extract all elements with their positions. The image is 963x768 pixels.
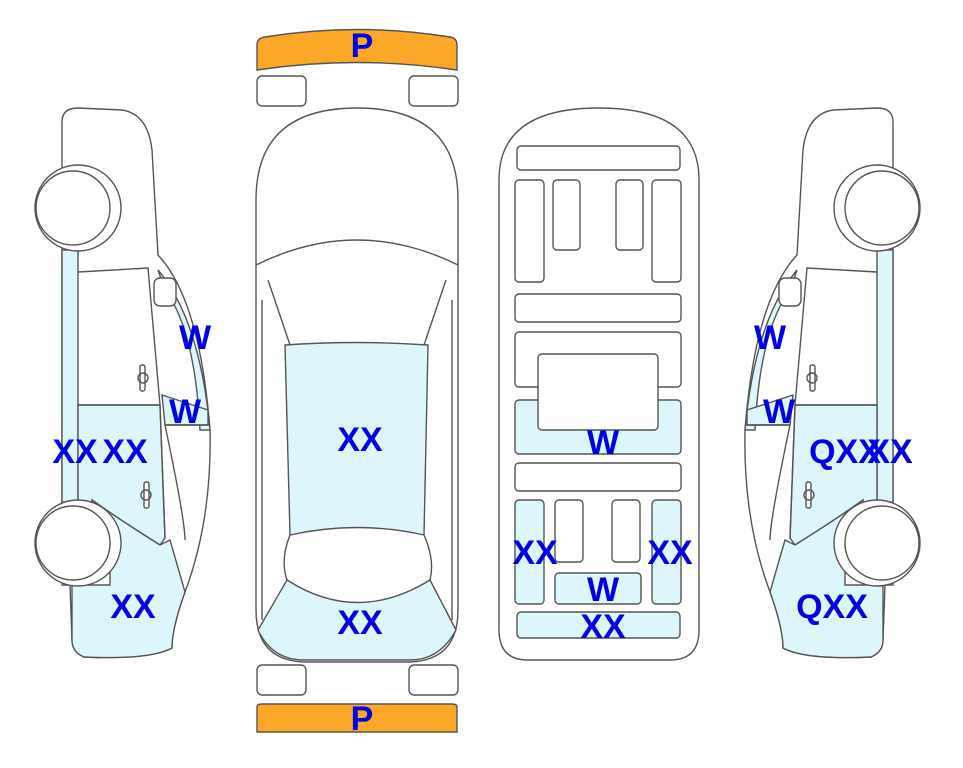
dashboard-label: XX (580, 608, 626, 646)
left-fender-label: XX (110, 588, 156, 626)
interior-right-label: XX (647, 534, 693, 572)
top-view (255, 28, 459, 733)
right-door-label: QXX (809, 433, 881, 471)
rear-bumper-label: P (351, 27, 374, 65)
front-bumper-label: P (351, 700, 374, 738)
left-side-view (34, 107, 211, 659)
left-door-label: XX (102, 433, 148, 471)
rear-bumper[interactable] (256, 28, 458, 71)
front-bumper[interactable] (256, 703, 458, 733)
right-fender-label: QXX (796, 588, 868, 626)
right-rocker-label: XX (867, 433, 913, 471)
front-center-label: W (587, 571, 620, 609)
left-rocker-label: XX (52, 433, 98, 471)
right-window-label: W (763, 393, 796, 431)
interior-left-label: XX (512, 534, 558, 572)
roof-label: XX (337, 421, 383, 459)
right-side-view (744, 107, 921, 659)
interior-view (498, 107, 700, 661)
console-label: W (587, 424, 620, 462)
left-window-label: W (169, 393, 202, 431)
right-a-pillar-label: W (754, 319, 787, 357)
left-a-pillar-label: W (179, 319, 212, 357)
hood-label: XX (337, 604, 383, 642)
